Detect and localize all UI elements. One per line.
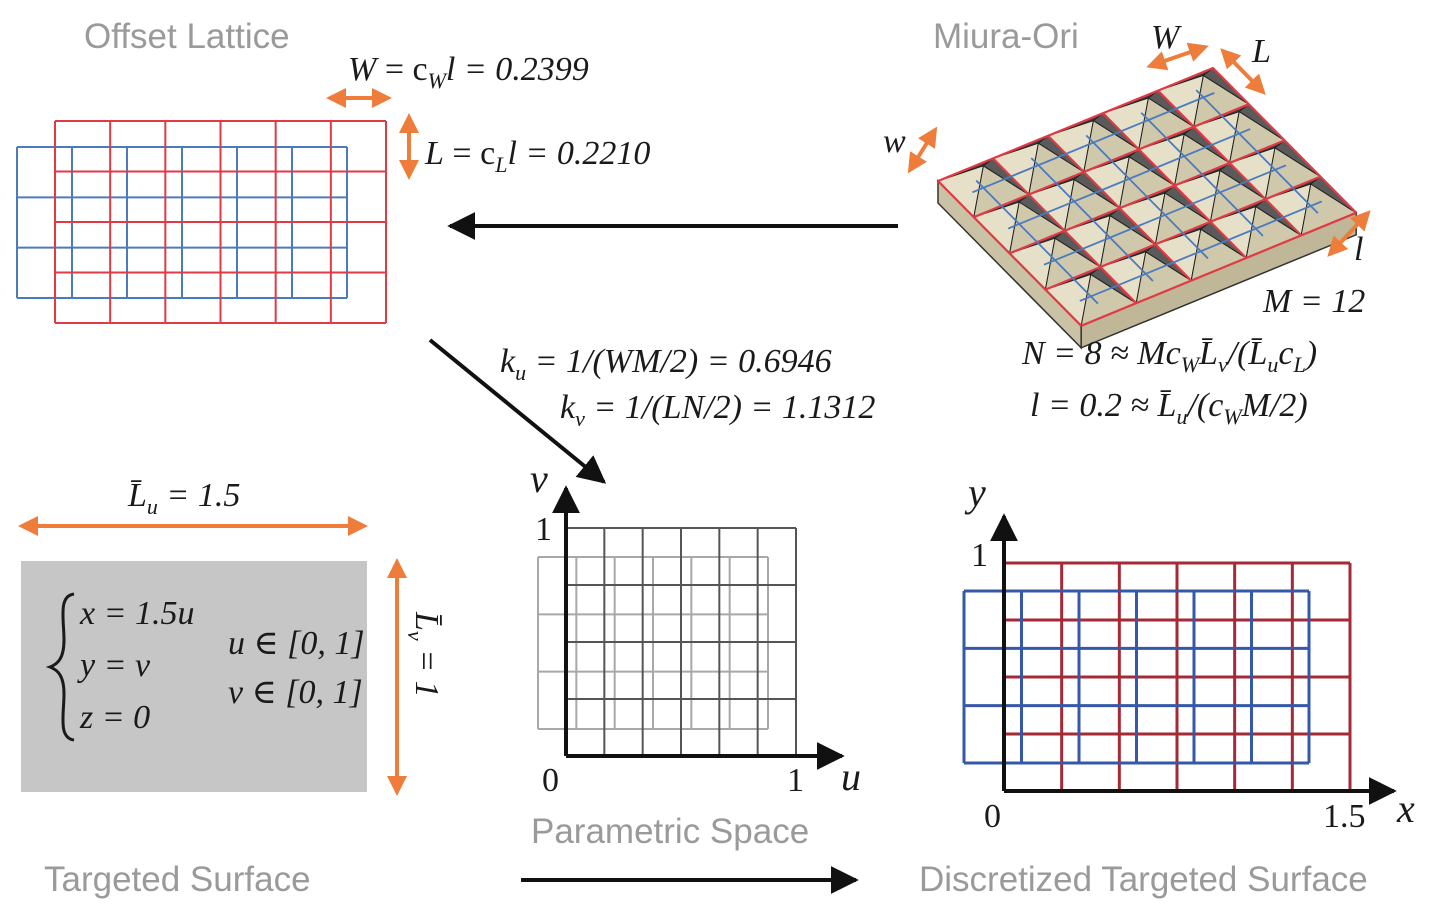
title-parametric-space: Parametric Space: [531, 812, 809, 851]
l-small-equation: l = 0.2 ≈ L̄u/(cWM/2): [1030, 387, 1308, 429]
miura-small-w-arrow: [907, 126, 938, 174]
miura-red-line: [937, 66, 1214, 183]
parametric-u-max-tick: 1: [787, 762, 804, 799]
miura-small-l-arrow: [1327, 210, 1371, 257]
lu-label: L̄u = 1.5: [127, 477, 240, 519]
discretized-x-label: x: [1396, 786, 1415, 831]
title-targeted-surface: Targeted Surface: [44, 860, 311, 899]
n-equation: N = 8 ≈ McWL̄v/(L̄ucL): [1021, 335, 1317, 377]
u-range: u ∈ [0, 1]: [228, 625, 365, 662]
lv-label: L̄v = 1: [403, 611, 445, 698]
system-x: x = 1.5u: [79, 595, 195, 632]
offset-lattice-red: [54, 120, 387, 324]
miura-blue-line: [1007, 128, 1251, 230]
ku-equation: ku = 1/(WM/2) = 0.6946: [500, 343, 832, 385]
miura-blue-line: [972, 92, 1215, 194]
system-brace: [45, 592, 75, 742]
parametric-origin-tick: 0: [542, 762, 559, 799]
miura-label-L: L: [1251, 33, 1271, 70]
miura-blue-line: [1079, 200, 1323, 302]
lattice-to-parametric-arrow: [428, 338, 607, 484]
parametric-grid: [537, 527, 797, 757]
title-miura-ori: Miura-Ori: [933, 17, 1079, 56]
targeted-surface-rect: [21, 561, 367, 792]
miura-blue-line: [1195, 89, 1319, 214]
parametric-v-max-tick: 1: [535, 511, 552, 548]
l-equation: L = cLl = 0.2210: [424, 135, 650, 177]
miura-label-w: w: [883, 123, 906, 160]
system-z: z = 0: [79, 699, 150, 736]
v-range: v ∈ [0, 1]: [228, 674, 363, 711]
m-equation: M = 12: [1262, 283, 1365, 320]
miura-red-line: [1080, 211, 1357, 327]
offset-lattice-grid: [16, 120, 387, 324]
discretized-grid-blue: [962, 589, 1311, 765]
miura-w-arrow: [1146, 42, 1209, 71]
title-discretized-surface: Discretized Targeted Surface: [919, 860, 1368, 899]
discretized-grid: [962, 561, 1352, 793]
miura-label-l: l: [1354, 231, 1363, 268]
parametric-v-label: v: [530, 456, 548, 501]
miura-label-W: W: [1151, 19, 1182, 56]
discretized-y-label: y: [964, 470, 986, 515]
miura-blue-line: [1043, 164, 1287, 266]
discretized-y-max-tick: 1: [971, 537, 988, 574]
title-offset-lattice: Offset Lattice: [84, 17, 290, 56]
discretized-origin-tick: 0: [984, 798, 1001, 835]
discretized-x-max-tick: 1.5: [1323, 798, 1366, 835]
miura-blue-line: [1085, 134, 1209, 260]
w-equation: W = cWl = 0.2399: [348, 51, 589, 93]
parametric-grid-dark: [565, 527, 797, 757]
parametric-u-label: u: [841, 754, 861, 799]
kv-equation: kv = 1/(LN/2) = 1.1312: [560, 389, 875, 431]
miura-blue-line: [975, 179, 1099, 305]
system-y: y = v: [77, 647, 151, 684]
miura-ori-pattern: [936, 66, 1358, 350]
miura-blue-line: [1140, 112, 1264, 237]
discretized-grid-red: [1002, 561, 1352, 793]
miura-blue-line: [1030, 157, 1154, 282]
miura-l-arrow: [1220, 48, 1266, 95]
